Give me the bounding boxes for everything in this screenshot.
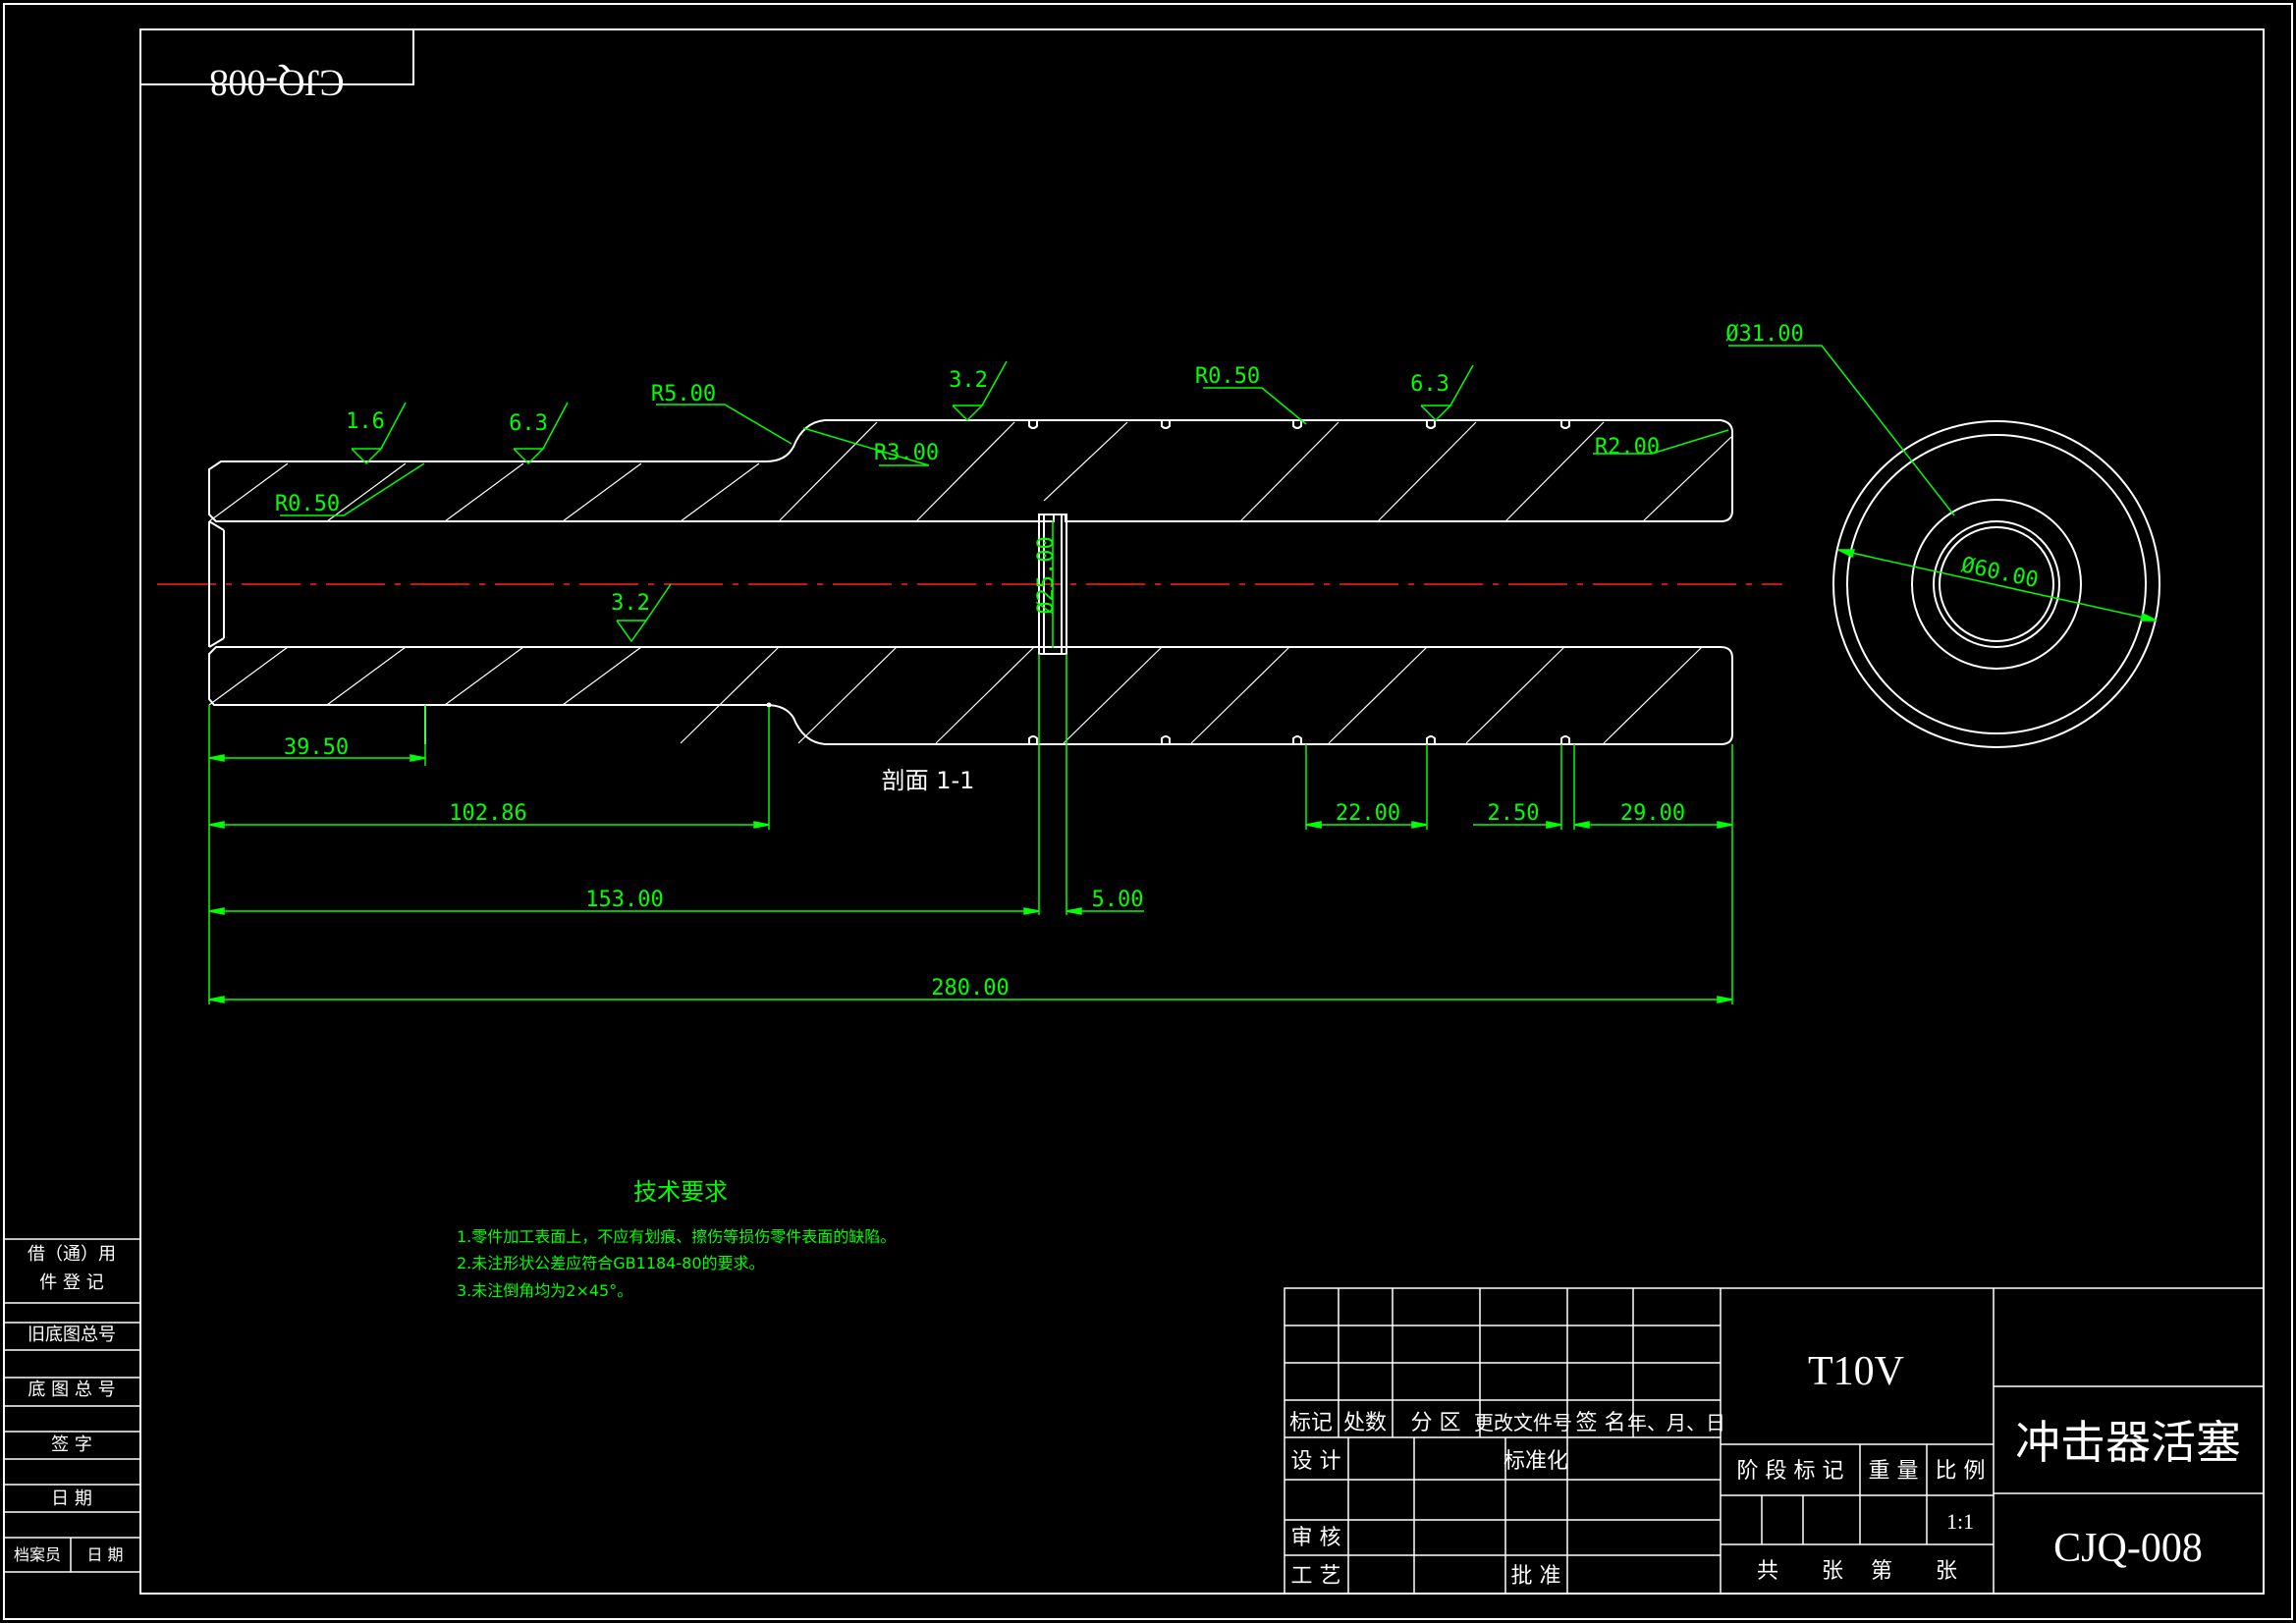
- tb-ymd: 年、月、日: [1627, 1411, 1725, 1434]
- note-2: 2.未注形状公差应符合GB1184-80的要求。: [457, 1254, 765, 1272]
- title-block-labels: 标记 处数 分 区 更改文件号 签 名 年、月、日 设 计 标准化 审 核 工 …: [1289, 1411, 1986, 1589]
- tb-stage-mark: 阶 段 标 记: [1737, 1459, 1844, 1484]
- dim-22: 22.00: [1336, 801, 1400, 826]
- dim-39-50: 39.50: [284, 735, 349, 760]
- radius-r5: R5.00: [651, 382, 716, 406]
- dim-phi25: Ø25.00: [1034, 536, 1059, 614]
- dim-phi31: Ø31.00: [1725, 322, 1803, 347]
- roughness-6-3-left: 6.3: [509, 411, 548, 436]
- tb-weight: 重 量: [1869, 1459, 1919, 1484]
- drawing-code: CJQ-008: [2053, 1526, 2203, 1571]
- tb-sign: 签 名: [1576, 1411, 1626, 1435]
- tb-approve: 批 准: [1511, 1564, 1561, 1589]
- dim-5: 5.00: [1092, 888, 1144, 912]
- roughness-6-3-right: 6.3: [1410, 372, 1449, 397]
- date-label: 日 期: [51, 1488, 92, 1509]
- roughness-3-2-bore: 3.2: [611, 591, 650, 616]
- tb-sheets: 张: [1822, 1559, 1843, 1584]
- borrow-label-1: 借（通）用: [27, 1244, 116, 1265]
- radius-r2: R2.00: [1595, 435, 1660, 460]
- left-strip-labels: 借（通）用 件 登 记 旧底图总号 底 图 总 号 签 字 日 期 档案员 日 …: [14, 1244, 124, 1564]
- title-block-values: T10V 1:1 冲击器活塞 CJQ-008: [1808, 1349, 2241, 1571]
- tb-sheet2: 张: [1936, 1559, 1957, 1584]
- tb-count: 处数: [1343, 1411, 1387, 1435]
- scale-value: 1:1: [1946, 1509, 1974, 1534]
- note-1: 1.零件加工表面上，不应有划痕、擦伤等损伤零件表面的缺陷。: [457, 1227, 896, 1246]
- tb-standardize: 标准化: [1503, 1449, 1568, 1474]
- section-label: 剖面 1-1: [882, 767, 975, 794]
- part-name: 冲击器活塞: [2015, 1416, 2241, 1469]
- section-hatching: [208, 421, 1732, 744]
- tb-review: 审 核: [1291, 1526, 1341, 1550]
- tb-design: 设 计: [1291, 1449, 1341, 1474]
- radius-r0-5-left: R0.50: [275, 492, 340, 516]
- end-view: [1832, 420, 2160, 748]
- sheet-border: [3, 3, 2293, 1620]
- dimension-texts: 39.50 102.86 153.00 5.00 280.00 22.00 2.…: [275, 322, 2041, 1001]
- tb-zone: 分 区: [1411, 1411, 1461, 1435]
- roughness-3-2-top: 3.2: [949, 368, 988, 393]
- radius-r0-5-top: R0.50: [1195, 364, 1260, 389]
- tb-nth: 第: [1871, 1559, 1892, 1584]
- old-base-label: 旧底图总号: [27, 1325, 116, 1345]
- technical-notes: 技术要求 1.零件加工表面上，不应有划痕、擦伤等损伤零件表面的缺陷。 2.未注形…: [457, 1178, 896, 1300]
- note-3: 3.未注倒角均为2×45°。: [457, 1281, 632, 1300]
- mirrored-code-text: CJQ-008: [209, 62, 344, 103]
- archivist-label: 档案员: [14, 1545, 61, 1564]
- dim-280: 280.00: [931, 976, 1009, 1001]
- left-registration-strip: [3, 1238, 141, 1573]
- notes-title: 技术要求: [633, 1178, 728, 1206]
- base-no-label: 底 图 总 号: [27, 1380, 115, 1400]
- dim-2-50: 2.50: [1488, 801, 1540, 826]
- tb-process: 工 艺: [1291, 1564, 1341, 1589]
- dim-102-86: 102.86: [449, 801, 526, 826]
- radius-r3: R3.00: [874, 441, 939, 465]
- dim-29: 29.00: [1620, 801, 1685, 826]
- tb-scale: 比 例: [1936, 1459, 1986, 1484]
- fillet-point: [766, 702, 772, 708]
- tb-mark: 标记: [1289, 1411, 1333, 1435]
- dimension-lines: [208, 345, 2158, 1004]
- signature-label: 签 字: [51, 1434, 92, 1455]
- roughness-1-6: 1.6: [346, 409, 385, 434]
- tb-change-doc: 更改文件号: [1474, 1411, 1572, 1434]
- dim-153: 153.00: [585, 888, 663, 912]
- tb-total: 共: [1757, 1559, 1778, 1584]
- title-block: [1284, 1287, 2265, 1595]
- archivist-date-label: 日 期: [86, 1545, 123, 1564]
- mirrored-code-box: CJQ-008: [139, 28, 414, 103]
- material-text: T10V: [1808, 1349, 1904, 1394]
- borrow-label-2: 件 登 记: [39, 1272, 103, 1293]
